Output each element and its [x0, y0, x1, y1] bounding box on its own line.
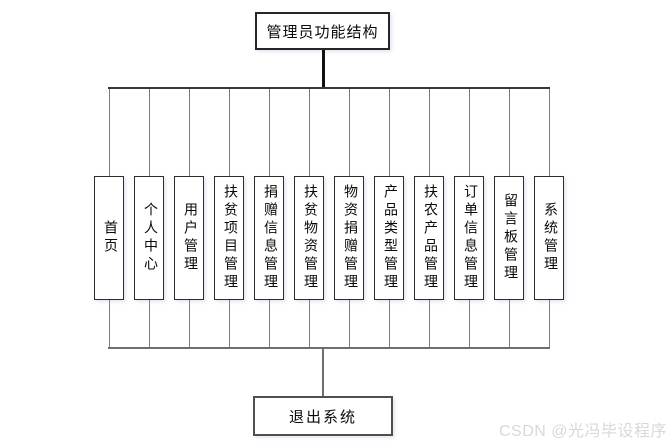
branch-connector-bottom-line [148, 300, 150, 348]
root-box-label: 管理员功能结构 [266, 24, 379, 41]
branch-box-label: 订单信息管理 [462, 184, 477, 292]
branch-connector-top-line [108, 89, 110, 176]
branch-box: 扶农产品管理 [414, 176, 444, 300]
branch-connector-top-line [468, 89, 470, 176]
top-rail-line [108, 87, 550, 89]
exit-box-label: 退出系统 [288, 409, 357, 426]
branch-connector-bottom-line [268, 300, 270, 348]
branch-connector-top-line [148, 89, 150, 176]
branch-connector-bottom-line [548, 300, 550, 348]
branch-box: 物资捐赠管理 [334, 176, 364, 300]
branch-connector-top-line [388, 89, 390, 176]
branch-box-label: 系统管理 [542, 202, 557, 274]
branch-connector-bottom-line [428, 300, 430, 348]
branch-connector-bottom-line [348, 300, 350, 348]
branch-box-label: 捐赠信息管理 [262, 184, 277, 292]
bottom-rail-line [108, 347, 550, 349]
branch-box: 留言板管理 [494, 176, 524, 300]
branch-connector-bottom-line [188, 300, 190, 348]
branch-box: 系统管理 [534, 176, 564, 300]
branch-box-label: 物资捐赠管理 [342, 184, 357, 292]
branch-connector-bottom-line [308, 300, 310, 348]
branch-connector-top-line [508, 89, 510, 176]
branch-connector-top-line [188, 89, 190, 176]
exit-stem-line [322, 348, 324, 396]
branch-box-label: 留言板管理 [502, 193, 517, 283]
exit-box: 退出系统 [253, 396, 393, 436]
branch-box: 扶贫物资管理 [294, 176, 324, 300]
root-box: 管理员功能结构 [255, 12, 390, 50]
branch-box-label: 扶贫项目管理 [222, 184, 237, 292]
branch-connector-bottom-line [228, 300, 230, 348]
branch-box-label: 用户管理 [182, 202, 197, 274]
branch-connector-top-line [268, 89, 270, 176]
branch-box: 订单信息管理 [454, 176, 484, 300]
watermark-text: CSDN @光冯毕设程序 [498, 423, 667, 440]
branch-box-label: 个人中心 [142, 202, 157, 274]
branch-box: 产品类型管理 [374, 176, 404, 300]
branch-connector-top-line [548, 89, 550, 176]
branch-box-label: 扶贫物资管理 [302, 184, 317, 292]
root-stem-line [322, 50, 325, 88]
branch-connector-top-line [308, 89, 310, 176]
branch-box: 用户管理 [174, 176, 204, 300]
branch-connector-top-line [228, 89, 230, 176]
branch-connector-bottom-line [388, 300, 390, 348]
branch-box: 捐赠信息管理 [254, 176, 284, 300]
branch-connector-bottom-line [508, 300, 510, 348]
branch-connector-bottom-line [468, 300, 470, 348]
branch-box-label: 扶农产品管理 [422, 184, 437, 292]
branch-connector-bottom-line [108, 300, 110, 348]
branch-box-label: 首页 [102, 220, 117, 256]
branch-box: 首页 [94, 176, 124, 300]
branch-box-label: 产品类型管理 [382, 184, 397, 292]
branch-box: 扶贫项目管理 [214, 176, 244, 300]
branch-connector-top-line [428, 89, 430, 176]
branch-connector-top-line [348, 89, 350, 176]
branch-box: 个人中心 [134, 176, 164, 300]
